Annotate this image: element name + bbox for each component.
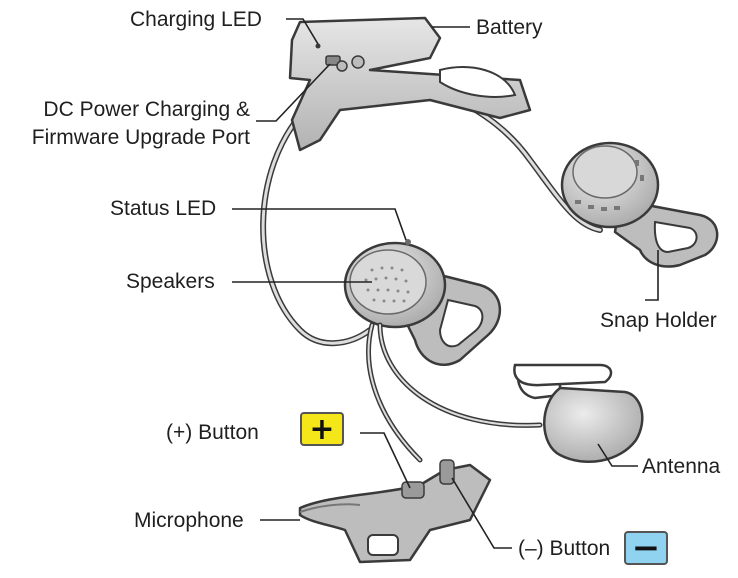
charging-led-label: Charging LED [130,8,262,31]
dc-port-label-line2: Firmware Upgrade Port [31,126,250,149]
plus-badge-icon: + [300,412,344,447]
leader-lines [232,18,659,549]
status-led-dot [405,239,411,245]
battery-unit [288,16,532,152]
plus-button-label: (+) Button [166,421,259,444]
snap-holder [560,141,719,268]
snap-holder-label: Snap Holder [600,309,717,332]
dc-port-label: DC Power Charging & Firmware Upgrade Por… [32,96,250,152]
plus-button-device [401,481,425,499]
minus-button-device [439,459,455,485]
speaker-assembly [343,239,502,366]
speakers-label: Speakers [126,270,215,293]
microphone-assembly [298,459,492,564]
dc-port-label-line1: DC Power Charging & [43,98,250,121]
charging-led-dot [315,43,321,49]
minus-badge-icon: − [624,528,668,568]
antenna-unit [513,363,644,463]
status-led-label: Status LED [110,197,217,220]
battery-label: Battery [476,16,543,39]
antenna-label: Antenna [642,455,721,478]
minus-button-label: (–) Button [518,537,611,560]
dc-port [325,55,341,66]
microphone-label: Microphone [134,509,244,532]
